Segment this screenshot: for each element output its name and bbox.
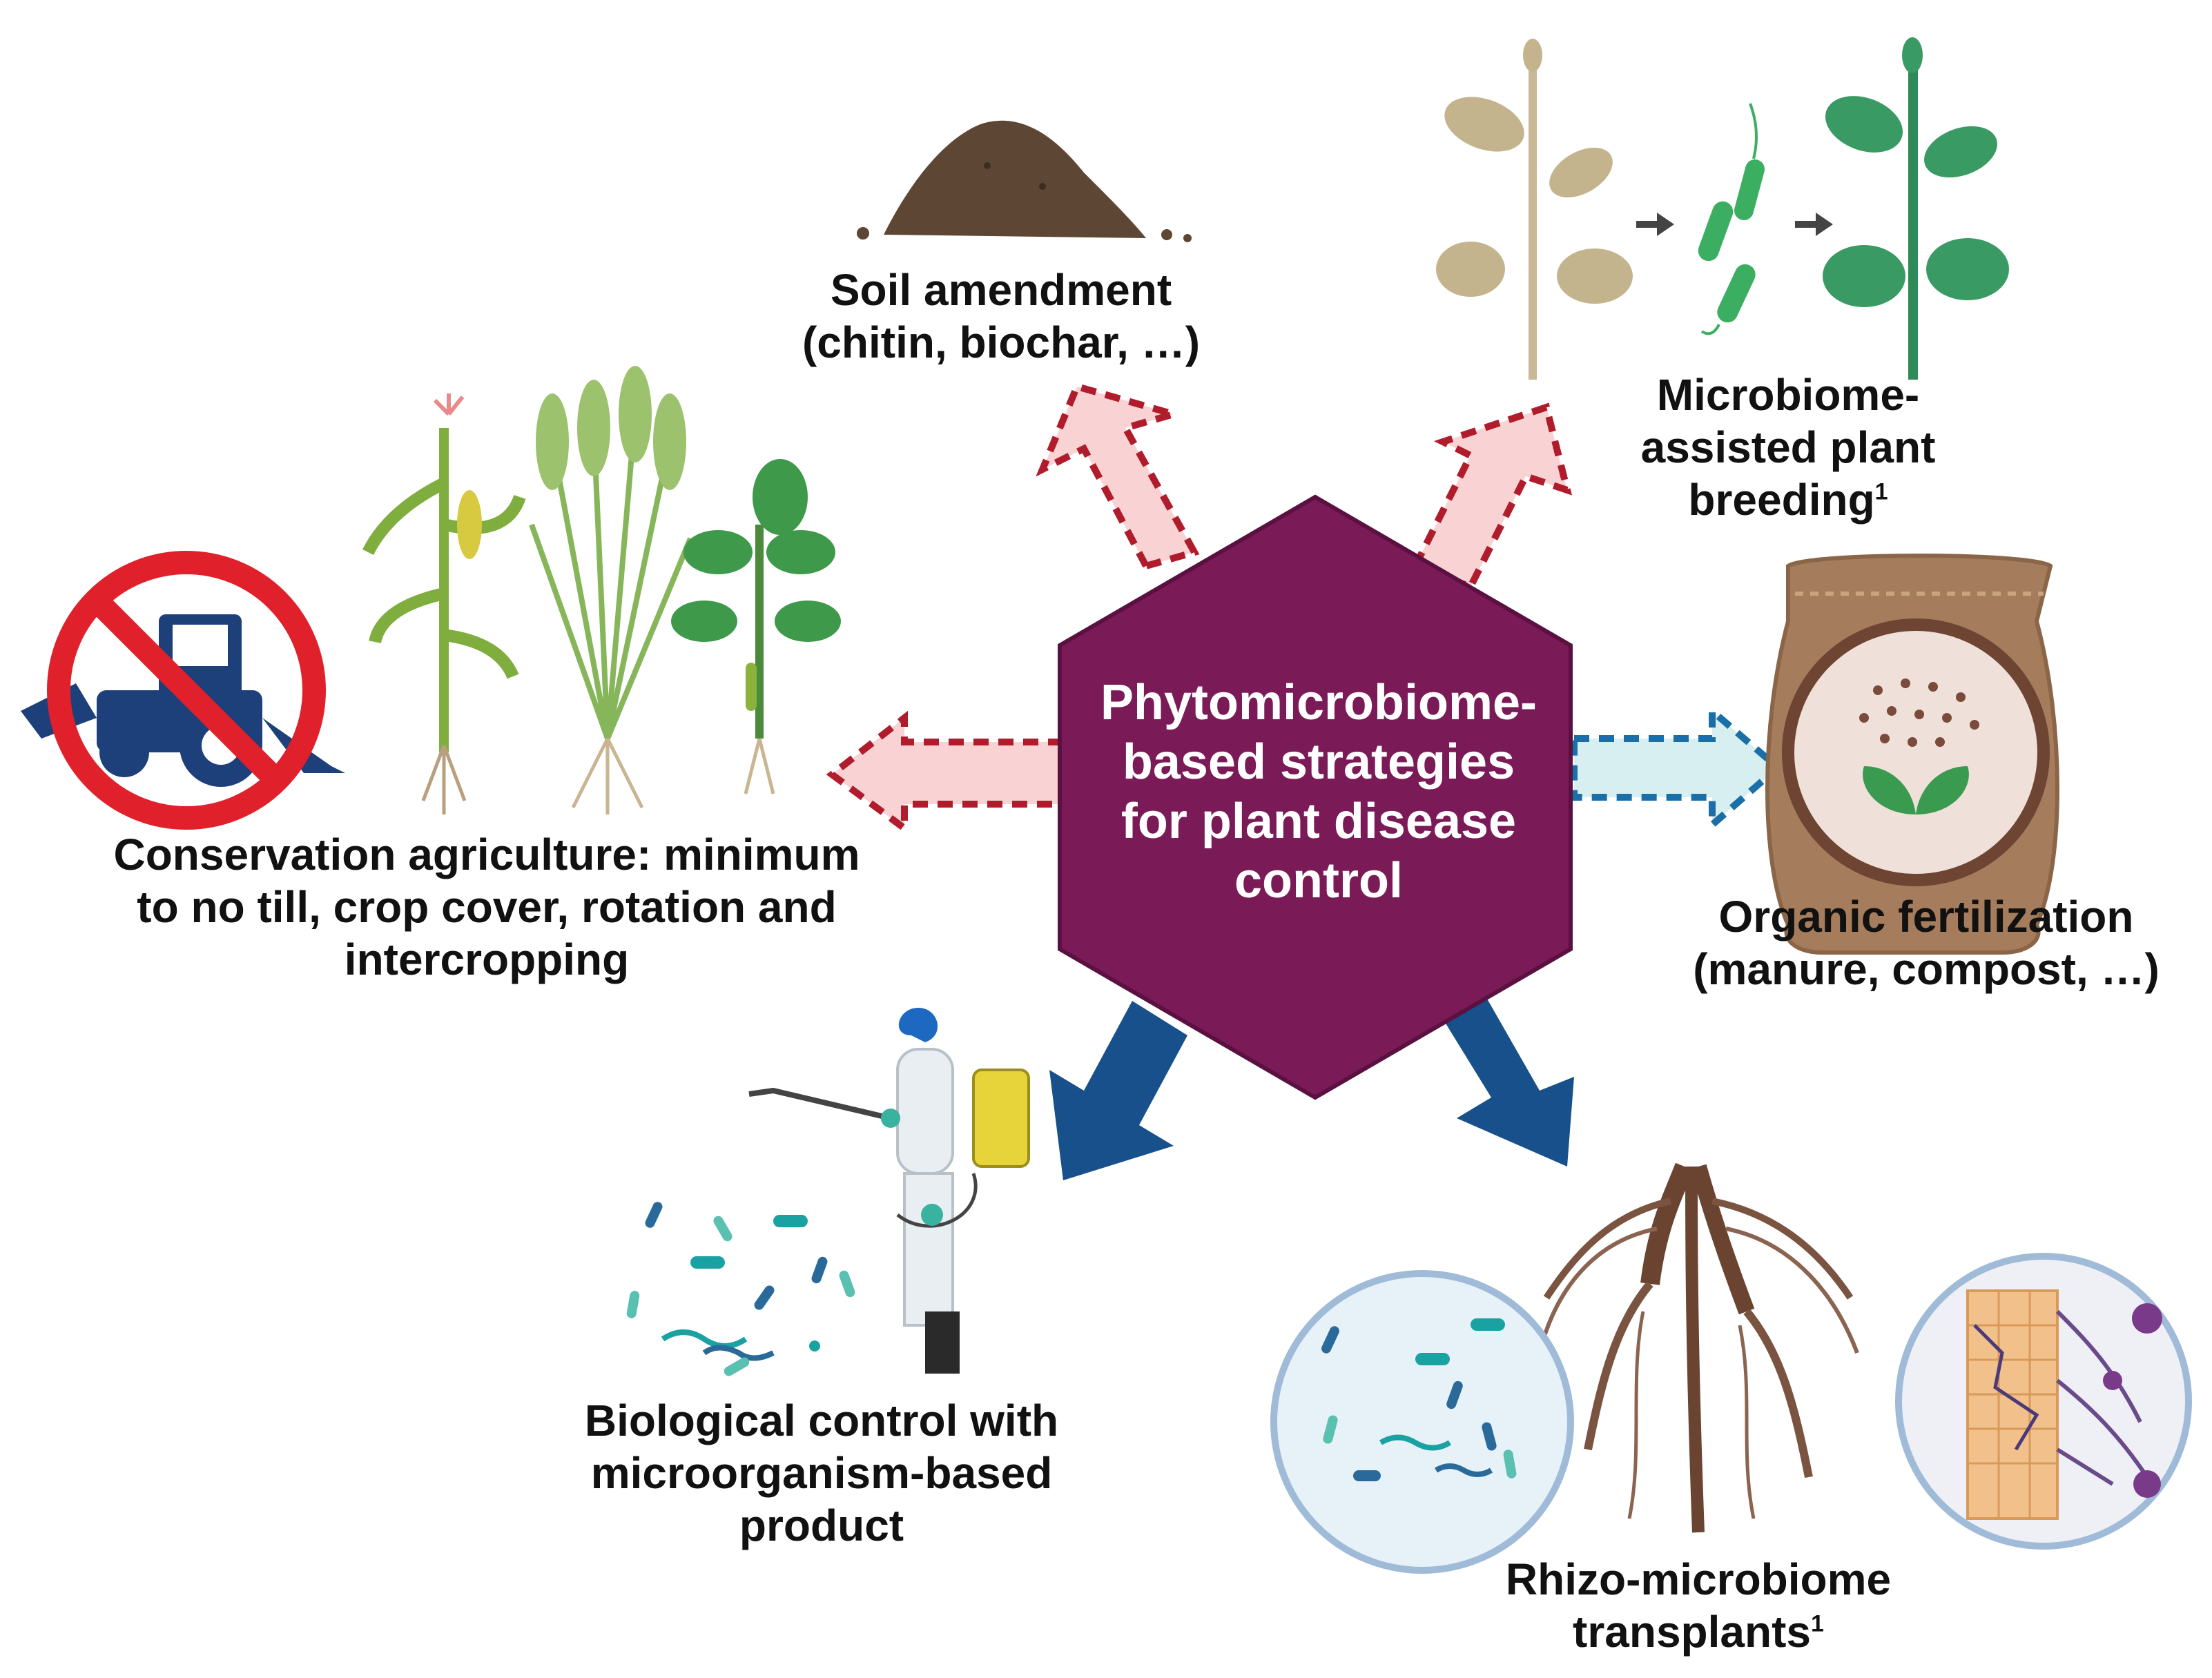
microbes-circle-icon	[1270, 1270, 1574, 1574]
soil-label-line: (chitin, biochar, …)	[802, 318, 1201, 367]
center-title-line: control	[1234, 853, 1403, 908]
root-system-icon	[1537, 1162, 1859, 1533]
soil-pile-icon	[857, 120, 1192, 242]
rhizo-transplants-label: Rhizo-microbiome transplants1	[1464, 1553, 1933, 1658]
breeding-label-line: Microbiome-	[1656, 370, 1920, 420]
organic-label-line: (manure, compost, …)	[1693, 944, 2160, 994]
breeding-label-line: breeding1	[1595, 474, 1981, 526]
breeding-label-line: assisted plant	[1640, 422, 1936, 472]
arrow-to-soil-amendment	[1036, 382, 1200, 570]
corn-plant-icon	[362, 393, 526, 814]
breeding-label-text: breeding	[1688, 475, 1875, 525]
arrow-to-breeding	[1410, 402, 1573, 592]
bacteria-icon	[1698, 103, 1765, 335]
bacteria-cluster-icon	[626, 1202, 855, 1376]
sprayer-worker-icon	[748, 1008, 1030, 1374]
rhizo-label-text: transplants	[1573, 1607, 1812, 1657]
center-title-line: for plant disease	[1120, 794, 1517, 849]
rhizo-footnote-mark: 1	[1811, 1610, 1824, 1637]
arrow-to-conservation	[826, 710, 1067, 835]
center-hexagon	[1058, 494, 1573, 1100]
breeding-footnote-mark: 1	[1874, 478, 1888, 505]
organic-label-line: Organic fertilization	[1718, 892, 2134, 942]
fertilizer-bag-icon	[1765, 554, 2059, 955]
wheat-plant-icon	[529, 366, 693, 814]
conservation-label: Conservation agriculture: minimum to no …	[69, 828, 904, 986]
arrow-to-biocontrol	[1049, 1001, 1187, 1180]
rhizo-label-line: Rhizo-microbiome	[1505, 1554, 1892, 1604]
rhizo-label-line: transplants1	[1464, 1606, 1933, 1658]
root-tissue-circle-icon	[1895, 1253, 2192, 1550]
biocontrol-label-line: Biological control with	[584, 1396, 1059, 1445]
center-title: Phytomicrobiome- based strategies for pl…	[1049, 673, 1588, 910]
soil-amendment-label: Soil amendment (chitin, biochar, …)	[787, 264, 1215, 369]
center-title-line: Phytomicrobiome-	[1100, 675, 1537, 730]
stressed-plant-icon	[1436, 39, 1633, 380]
biocontrol-label-line: product	[739, 1501, 904, 1550]
healthy-plant-icon	[1823, 37, 2009, 380]
conservation-label-line: intercropping	[344, 935, 630, 984]
center-title-line: based strategies	[1122, 734, 1515, 790]
plant-breeding-icon	[1436, 37, 2009, 380]
soybean-plant-icon	[671, 459, 841, 794]
biological-control-label: Biological control with microorganism-ba…	[552, 1394, 1091, 1552]
organic-fertilization-label: Organic fertilization (manure, compost, …	[1671, 890, 2182, 995]
tractor-icon	[21, 614, 345, 787]
conservation-label-line: Conservation agriculture: minimum	[113, 830, 860, 879]
biocontrol-label-line: microorganism-based	[590, 1448, 1053, 1498]
arrow-to-rhizo	[1436, 994, 1574, 1167]
tractor-prohibited-icon	[21, 551, 345, 830]
breeding-label: Microbiome- assisted plant breeding1	[1595, 369, 1981, 526]
soil-label-line: Soil amendment	[830, 265, 1172, 315]
conservation-label-line: to no till, crop cover, rotation and	[137, 882, 837, 932]
arrow-to-organic	[1571, 703, 1783, 833]
